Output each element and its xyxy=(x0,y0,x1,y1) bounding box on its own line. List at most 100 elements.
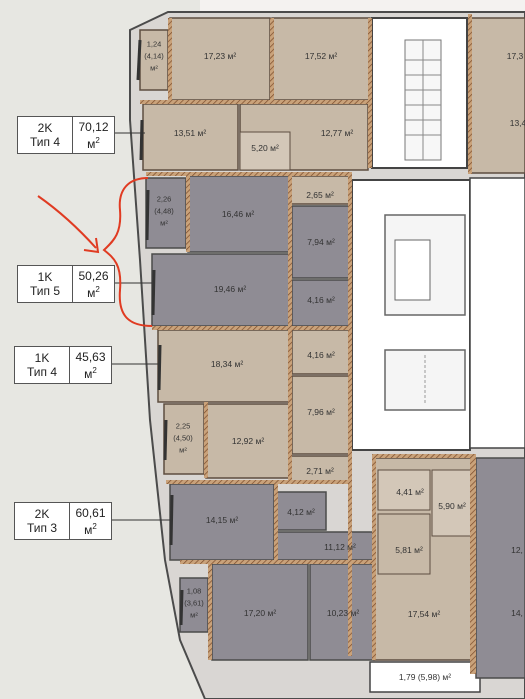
room-12-92 xyxy=(205,403,291,479)
room-right-top xyxy=(469,17,525,174)
room-5-81 xyxy=(377,513,431,575)
room-label: (4,48) xyxy=(154,206,174,216)
label-unit: м xyxy=(87,285,96,300)
label-rooms: 1K xyxy=(37,270,53,284)
label-rooms-type: 1K Тип 4 xyxy=(15,347,70,383)
label-type: Тип 4 xyxy=(26,365,57,379)
room-label: 4,41 м² xyxy=(396,487,424,497)
room-7-94 xyxy=(291,205,351,279)
room-label: 1,79 (5,98) м² xyxy=(398,672,452,682)
room-label: (4,50) xyxy=(173,433,193,443)
corridor-right xyxy=(469,177,525,449)
label-area: 60,61 xyxy=(75,505,106,520)
room-label: 13,51 м² xyxy=(173,128,207,138)
room-label: 17,20 м² xyxy=(243,608,277,618)
room-label: м² xyxy=(179,445,187,455)
room-label: 7,94 м² xyxy=(307,237,335,247)
room-label: (3,61) xyxy=(184,598,204,608)
room-label: 13,4 xyxy=(509,118,525,128)
room-label: 1,08 xyxy=(186,586,202,596)
room-14-15 xyxy=(169,483,275,561)
room-label: м² xyxy=(190,610,198,620)
label-area: 70,12 xyxy=(78,119,109,134)
label-unit-sup: 2 xyxy=(92,365,97,375)
room-label: 17,54 м² xyxy=(407,609,441,619)
room-16-46 xyxy=(187,175,291,253)
label-area-box: 45,63 м2 xyxy=(70,347,111,383)
label-unit-wrap: м2 xyxy=(87,134,100,151)
room-label: 4,16 м² xyxy=(307,295,335,305)
room-label: 4,12 м² xyxy=(287,507,315,517)
label-type: Тип 5 xyxy=(29,284,60,298)
apartment-label-1k-tip4: 1K Тип 4 45,63 м2 xyxy=(14,346,112,384)
label-rooms-type: 1K Тип 5 xyxy=(18,266,73,302)
label-rooms: 2K xyxy=(34,507,50,521)
room-13-51 xyxy=(142,103,239,171)
room-label: 2,71 м² xyxy=(306,466,334,476)
room-label: 5,81 м² xyxy=(395,545,423,555)
room-label: 12,92 м² xyxy=(231,436,265,446)
label-rooms-type: 2K Тип 4 xyxy=(18,117,73,153)
room-label: 7,96 м² xyxy=(307,407,335,417)
room-label: 10,23 м² xyxy=(326,608,360,618)
apartment-label-2k-tip3: 2K Тип 3 60,61 м2 xyxy=(14,502,112,540)
label-unit-sup: 2 xyxy=(95,284,100,294)
room-5-20 xyxy=(239,131,291,171)
room-label: 14,15 м² xyxy=(205,515,239,525)
label-area: 50,26 xyxy=(78,268,109,283)
label-area-box: 60,61 м2 xyxy=(70,503,111,539)
room-label: 12, xyxy=(511,545,523,555)
label-unit-sup: 2 xyxy=(92,521,97,531)
room-17-23 xyxy=(169,17,271,101)
room-label: м² xyxy=(150,63,158,73)
label-rooms-type: 2K Тип 3 xyxy=(15,503,70,539)
room-label: (4,14) xyxy=(144,51,164,61)
label-unit-sup: 2 xyxy=(95,135,100,145)
room-label: 17,23 м² xyxy=(203,51,237,61)
label-unit: м xyxy=(87,136,96,151)
room-label: 17,3 xyxy=(506,51,524,61)
label-unit: м xyxy=(84,522,93,537)
label-rooms: 1K xyxy=(34,351,50,365)
room-label: 14, xyxy=(511,608,523,618)
red-annotation xyxy=(37,177,153,327)
window-marks xyxy=(136,39,184,626)
balcony-2-25 xyxy=(163,403,205,475)
red-arrow-head xyxy=(83,237,100,254)
room-label: 19,46 м² xyxy=(213,284,247,294)
label-unit-wrap: м2 xyxy=(84,520,97,537)
room-label: 2,65 м² xyxy=(306,190,334,200)
balcony-1-24 xyxy=(139,29,169,91)
red-bracket xyxy=(102,177,153,327)
room-label: 12,77 м² xyxy=(320,128,354,138)
label-area-box: 70,12 м2 xyxy=(73,117,114,153)
apartment-1k-tip4 xyxy=(157,329,351,483)
apartment-2k-tip3 xyxy=(169,483,375,661)
room-7-96 xyxy=(291,375,351,455)
room-label: 17,52 м² xyxy=(304,51,338,61)
label-unit-wrap: м2 xyxy=(84,364,97,381)
room-17-20 xyxy=(211,563,309,661)
apartment-label-1k-tip5: 1K Тип 5 50,26 м2 xyxy=(17,265,115,303)
room-4-41 xyxy=(377,469,431,511)
apartment-2k-tip4-top xyxy=(139,17,371,171)
room-label: м² xyxy=(160,218,168,228)
apartment-label-2k-tip4: 2K Тип 4 70,12 м2 xyxy=(17,116,115,154)
room-label: 4,16 м² xyxy=(307,350,335,360)
stair-core-top xyxy=(371,17,468,169)
room-label: 1,24 xyxy=(146,39,162,49)
room-label: 2,26 xyxy=(156,194,172,204)
room-17-52 xyxy=(271,17,371,101)
room-label: 11,12 м² xyxy=(324,542,356,552)
balcony-2-26 xyxy=(145,177,187,249)
red-arrow-line xyxy=(37,195,97,249)
label-area: 45,63 xyxy=(75,349,106,364)
label-unit-wrap: м2 xyxy=(87,283,100,300)
apartment-bottom-center xyxy=(369,457,481,693)
label-area-box: 50,26 м2 xyxy=(73,266,114,302)
label-type: Тип 4 xyxy=(29,135,60,149)
core-middle xyxy=(351,179,471,451)
balcony-1-79 xyxy=(369,661,481,693)
label-unit: м xyxy=(84,366,93,381)
